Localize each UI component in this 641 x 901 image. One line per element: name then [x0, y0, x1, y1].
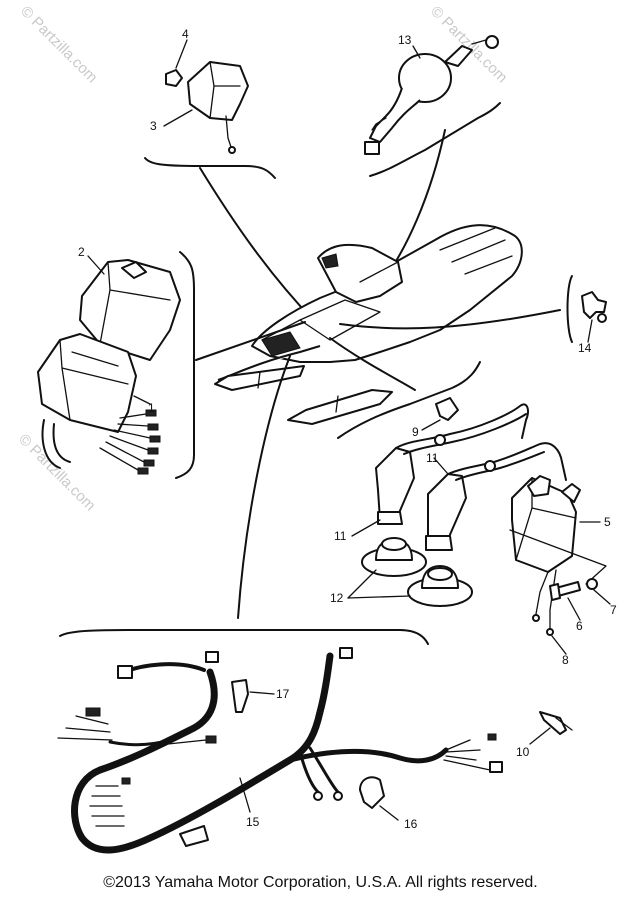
callout-4: 4 — [182, 27, 189, 41]
bracket-ignition-group — [337, 361, 481, 439]
copyright-notice: ©2013 Yamaha Motor Corporation, U.S.A. A… — [103, 874, 538, 891]
callout-1: 1 — [148, 401, 155, 415]
bracket-top-group — [144, 157, 276, 179]
part-12-cap-lower — [407, 565, 473, 607]
part-7-washer — [586, 578, 598, 590]
bracket-top-right-group — [369, 102, 501, 177]
callout-labels: 1 2 3 4 5 6 7 8 9 10 11 11 12 13 14 15 1… — [78, 27, 617, 831]
leader-2 — [87, 255, 105, 275]
leader-to-cdi-group — [195, 321, 306, 361]
leader-7 — [593, 589, 611, 605]
leader-10 — [529, 727, 551, 745]
callout-11b: 11 — [426, 451, 439, 465]
leader-11b — [433, 457, 449, 475]
leader-8 — [551, 635, 567, 655]
leader-12a — [347, 569, 377, 599]
leader-14 — [587, 319, 593, 343]
callout-17: 17 — [276, 687, 290, 701]
callout-8: 8 — [562, 653, 569, 667]
part-10-bolt — [539, 711, 573, 735]
callout-10: 10 — [516, 745, 530, 759]
part-12-cap-upper — [361, 537, 427, 577]
leader-12b — [347, 595, 411, 599]
callout-15: 15 — [246, 815, 260, 829]
leader-13 — [412, 45, 421, 59]
leader-17 — [249, 691, 275, 695]
part-13-main-switch — [364, 35, 499, 155]
part-5-ignition-coil — [511, 475, 581, 636]
part-17-band — [231, 679, 249, 713]
leader-16 — [379, 805, 399, 821]
part-4-nut — [165, 69, 183, 87]
part-14-clip — [581, 291, 607, 323]
part-3-regulator — [187, 61, 249, 154]
leader-to-harness-group — [237, 355, 291, 619]
callout-13: 13 — [398, 33, 412, 47]
snowmobile-body — [214, 224, 523, 425]
watermark-left-middle: © Partzilla.com — [15, 431, 98, 514]
part-16-clamp — [359, 776, 385, 809]
bracket-left-group — [175, 251, 195, 479]
callout-16: 16 — [404, 817, 418, 831]
callout-12: 12 — [330, 591, 344, 605]
callout-3: 3 — [150, 119, 157, 133]
leader-to-ignition-group — [329, 337, 416, 391]
part-1-cdi-unit — [37, 333, 161, 475]
part-11-plug-cap-left — [375, 403, 529, 525]
bracket-harness-group — [59, 629, 429, 645]
part-9-cap — [435, 397, 459, 421]
part-11-plug-cap-right — [425, 442, 567, 551]
callout-11a: 11 — [334, 529, 347, 543]
callout-7: 7 — [610, 603, 617, 617]
leader-9 — [421, 419, 441, 431]
bracket-part-14 — [566, 275, 573, 343]
leader-3 — [163, 109, 193, 127]
part-2-cover — [79, 259, 181, 361]
leader-4 — [175, 39, 188, 69]
leader-6 — [567, 597, 581, 621]
leader-to-part-14 — [339, 309, 561, 330]
leader-15 — [239, 777, 251, 813]
callout-2: 2 — [78, 245, 85, 259]
leader-to-snowmobile-left — [199, 167, 316, 323]
part-15-wire-harness — [57, 647, 503, 854]
watermark-top-left: © Partzilla.com — [17, 3, 100, 86]
callout-9: 9 — [412, 425, 419, 439]
callout-6: 6 — [576, 619, 583, 633]
callout-14: 14 — [578, 341, 592, 355]
leader-1 — [133, 395, 151, 405]
leader-11a — [351, 519, 381, 537]
leader-5-bracket — [509, 529, 607, 585]
callout-5: 5 — [604, 515, 611, 529]
part-6-bolt — [549, 581, 581, 601]
